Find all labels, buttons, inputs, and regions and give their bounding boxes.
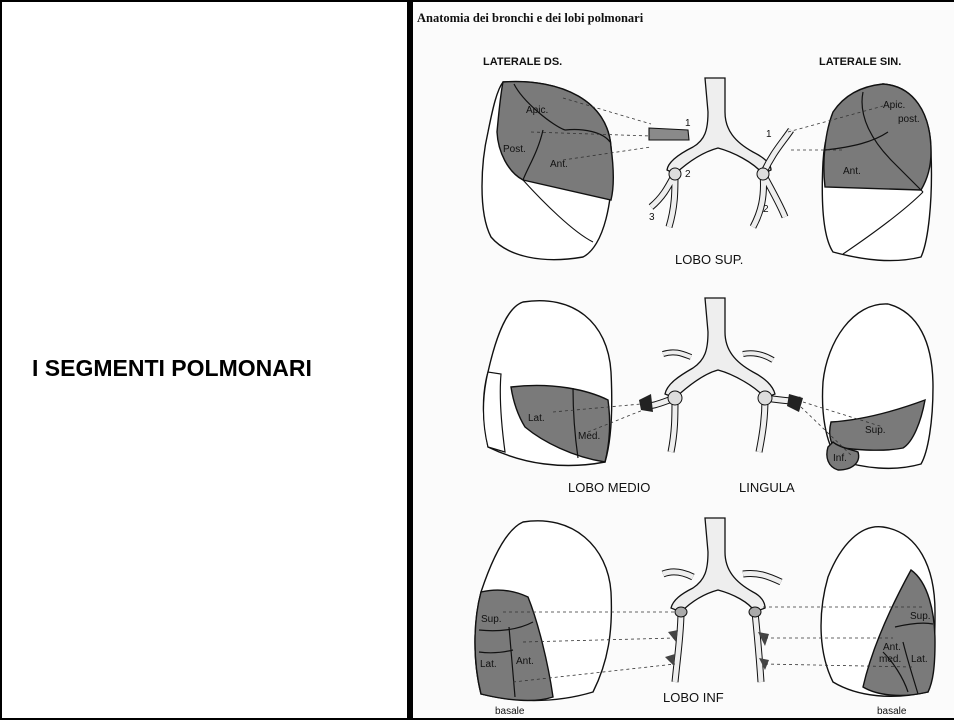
bronchus-num-1-left: 1 xyxy=(766,129,772,140)
seg-middle-left-inf: Inf. xyxy=(833,453,847,464)
caption-lobo-inf: LOBO INF xyxy=(663,690,724,705)
anatomy-illustration: Anatomia dei bronchi e dei lobi polmonar… xyxy=(413,2,954,718)
basal-label-left: basale xyxy=(877,706,907,717)
lower-right-lung: Sup. Lat. Ant. basale xyxy=(475,521,611,717)
seg-upper-right-post: Post. xyxy=(503,144,526,155)
seg-lower-left-med: med. xyxy=(879,654,901,665)
seg-upper-left-apic: Apic. xyxy=(883,100,905,111)
caption-lingula: LINGULA xyxy=(739,480,795,495)
figure-header: Anatomia dei bronchi e dei lobi polmonar… xyxy=(417,11,644,25)
title-panel: I SEGMENTI POLMONARI xyxy=(2,2,407,718)
upper-bronchi: 1 1 2 3 2 xyxy=(649,78,791,227)
seg-middle-right-lat: Lat. xyxy=(528,413,545,424)
lung-segments-figure: Anatomia dei bronchi e dei lobi polmonar… xyxy=(413,2,954,718)
basal-label-right: basale xyxy=(495,706,525,717)
seg-lower-right-sup: Sup. xyxy=(481,614,502,625)
upper-right-lung: Apic. Post. Ant. xyxy=(482,82,613,260)
bronchus-num-2-left: 2 xyxy=(763,204,769,215)
seg-lower-right-lat: Lat. xyxy=(480,659,497,670)
seg-upper-left-ant: Ant. xyxy=(843,166,861,177)
seg-lower-right-ant: Ant. xyxy=(516,656,534,667)
seg-middle-right-med: Med. xyxy=(578,431,600,442)
seg-upper-left-post: post. xyxy=(898,114,920,125)
caption-lobo-medio: LOBO MEDIO xyxy=(568,480,650,495)
bronchus-num-2-right: 2 xyxy=(685,169,691,180)
middle-right-lung: Lat. Med. xyxy=(483,301,611,466)
bronchus-num-3-right: 3 xyxy=(649,212,655,223)
seg-middle-left-sup: Sup. xyxy=(865,425,886,436)
middle-left-lung: Sup. Inf. xyxy=(823,304,933,470)
bronchus-num-1-right: 1 xyxy=(685,118,691,129)
seg-upper-right-apic: Apic. xyxy=(526,105,548,116)
side-label-left: LATERALE SIN. xyxy=(819,56,901,68)
caption-lobo-sup: LOBO SUP. xyxy=(675,252,743,267)
seg-lower-left-ant: Ant. xyxy=(883,642,901,653)
lower-bronchi xyxy=(663,518,781,682)
upper-left-lung: Apic. post. Ant. xyxy=(822,84,931,261)
seg-upper-right-ant: Ant. xyxy=(550,159,568,170)
side-label-right: LATERALE DS. xyxy=(483,56,562,68)
seg-lower-left-sup: Sup. xyxy=(910,611,931,622)
slide-title: I SEGMENTI POLMONARI xyxy=(32,355,312,382)
seg-lower-left-lat: Lat. xyxy=(911,654,928,665)
middle-bronchi xyxy=(639,298,803,452)
lower-left-lung: Sup. Ant. med. Lat. basale xyxy=(821,527,935,717)
